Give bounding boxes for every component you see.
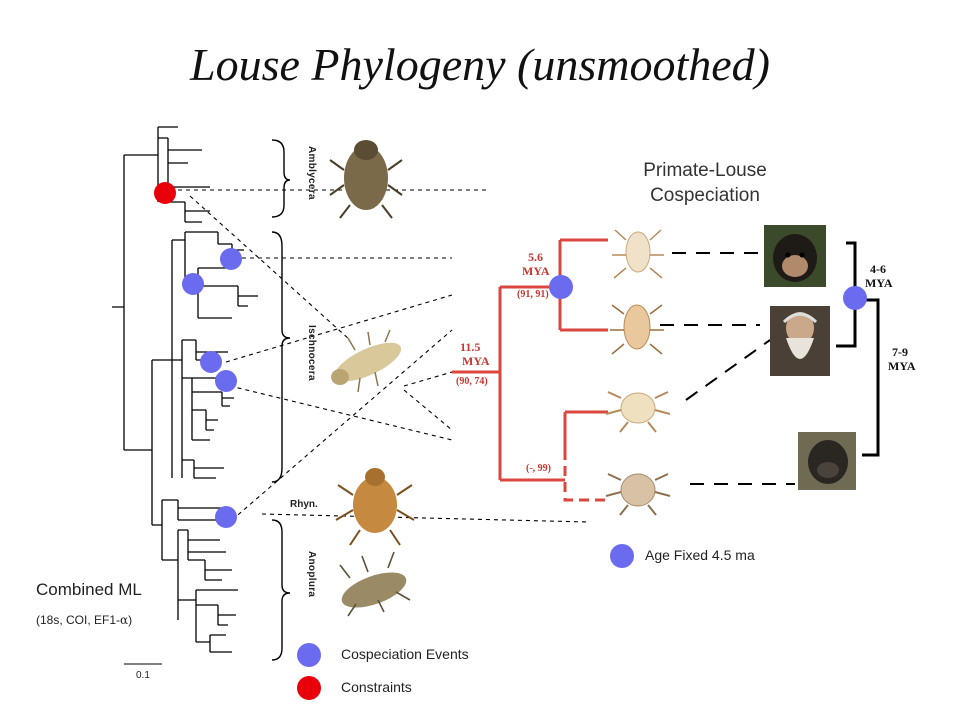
clade-braces (271, 139, 291, 661)
gorilla-photo (798, 432, 856, 490)
node-age-11-5: 11.5 (460, 340, 481, 354)
ischnocera-louse-illustration (331, 329, 402, 393)
human-louse-illustration (610, 304, 664, 355)
age-fixed-marker (549, 275, 573, 299)
node-ci-11-5: (90, 74) (456, 376, 488, 387)
analysis-genes-suffix: ) (128, 613, 133, 627)
host-age-4-6: 4-6 (870, 262, 886, 276)
amblycera-louse-illustration (329, 140, 403, 219)
host-age-7-9: 7-9 (892, 345, 908, 359)
anoplura-louse-illustration (339, 551, 411, 617)
legend-constraints-dot (297, 676, 321, 700)
host-unit-7-9: MYA (888, 359, 916, 373)
alpha-symbol: α (120, 613, 129, 627)
legend-cospeciation-dot (297, 643, 321, 667)
cospeciation-event-marker (220, 248, 242, 270)
node-ci-3: (-, 99) (526, 463, 551, 474)
legend-age-fixed-dot (610, 544, 634, 568)
node-ci-5-6: (91, 91) (517, 289, 549, 300)
right-panel-title: Primate-Louse Cospeciation (620, 160, 790, 207)
chimpanzee-photo (764, 225, 826, 287)
human-darwin-photo (770, 306, 830, 376)
analysis-genes: (18s, COI, EF1-α) (36, 613, 132, 627)
node-unit-11-5: MYA (462, 354, 490, 368)
chimp-louse-illustration (612, 229, 664, 279)
legend-age-fixed-label: Age Fixed 4.5 ma (645, 547, 755, 563)
primate-louse-tree (452, 238, 608, 502)
host-unit-4-6: MYA (865, 276, 893, 290)
gorilla-louse-illustration (605, 473, 671, 516)
legend-cospeciation-label: Cospeciation Events (341, 646, 469, 662)
cospeciation-event-marker (182, 273, 204, 295)
group-label-amblycera: Amblycera (306, 146, 317, 200)
right-panel-title-line1: Primate-Louse (643, 160, 767, 181)
analysis-genes-prefix: (18s, COI, EF1- (36, 613, 121, 627)
group-label-rhyn: Rhyn. (290, 499, 318, 510)
markers (154, 182, 867, 700)
scale-bar-label: 0.1 (136, 670, 150, 681)
louse-phylogeny-tree (112, 126, 258, 653)
cospeciation-event-marker (200, 351, 222, 373)
node-unit-5-6: MYA (522, 264, 550, 278)
host-links (660, 252, 795, 485)
page-title: Louse Phylogeny (unsmoothed) (190, 39, 770, 90)
age-fixed-marker (843, 286, 867, 310)
legend-constraints-label: Constraints (341, 679, 412, 695)
dashed-connectors (178, 189, 589, 523)
cospeciation-event-marker (215, 506, 237, 528)
group-label-ischnocera: Ischnocera (306, 325, 317, 381)
pubic-louse-human-illustration (605, 391, 671, 433)
node-age-5-6: 5.6 (528, 250, 543, 264)
right-panel-title-line2: Cospeciation (650, 185, 760, 206)
constraint-marker (154, 182, 176, 204)
rhyn-louse-illustration (335, 468, 415, 546)
group-label-anoplura: Anoplura (306, 551, 317, 598)
cospeciation-event-marker (215, 370, 237, 392)
analysis-name: Combined ML (36, 580, 142, 599)
